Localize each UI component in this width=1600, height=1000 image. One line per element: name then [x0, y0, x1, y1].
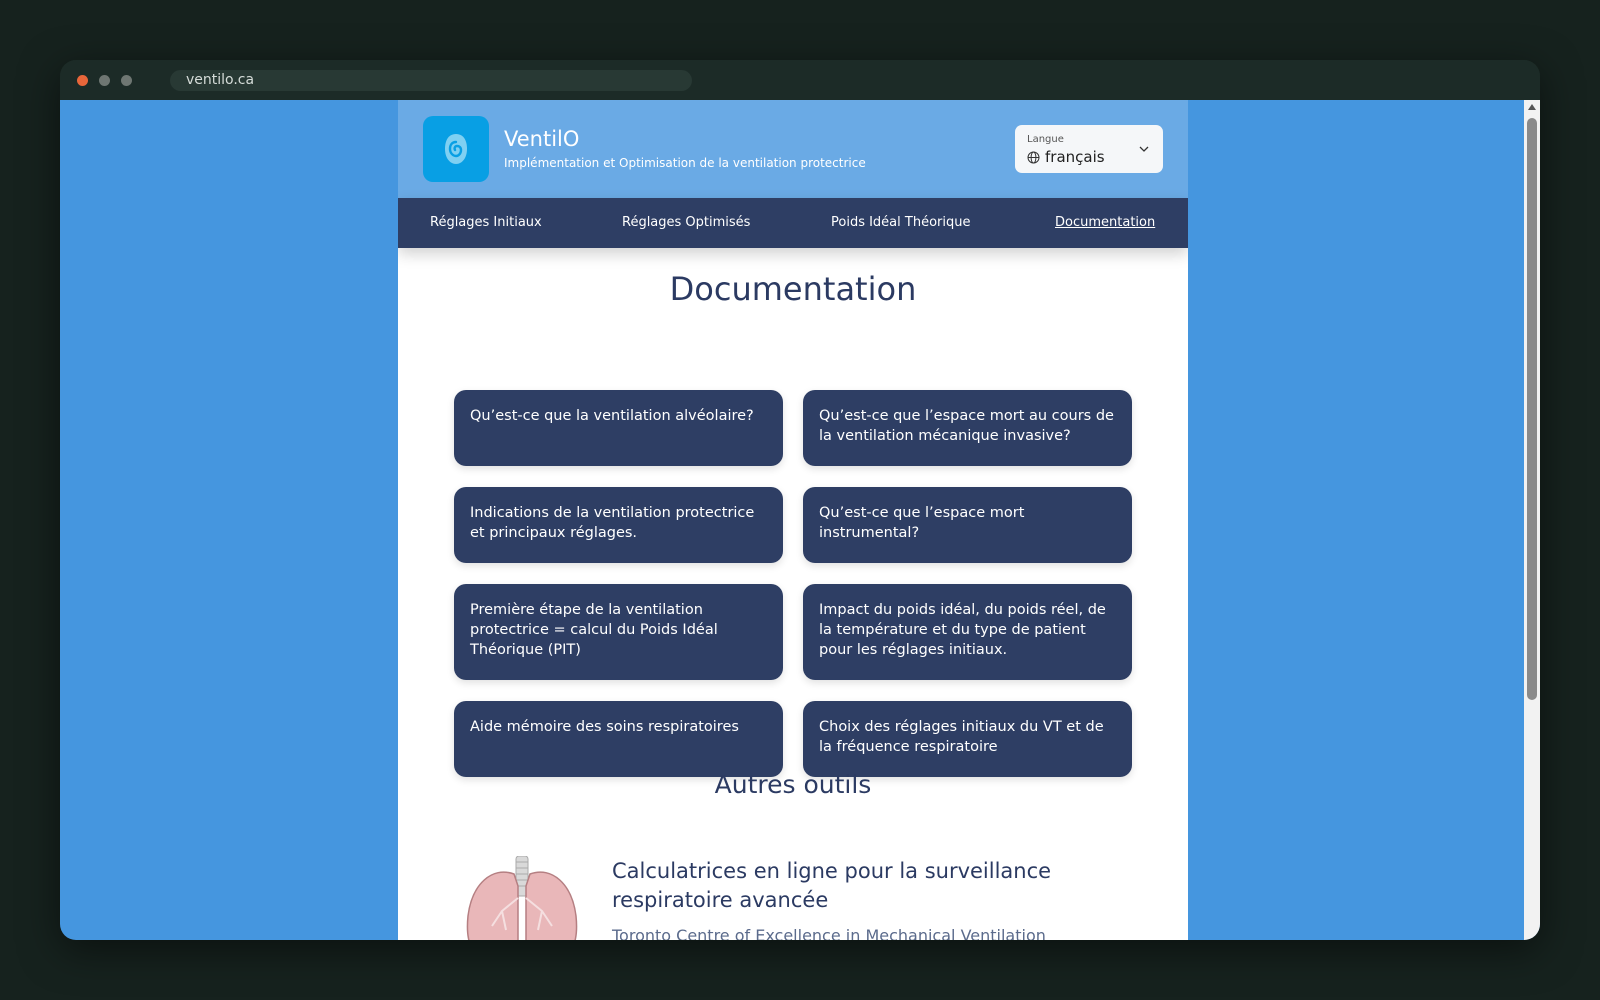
nav-item-poids-ideal-theorique[interactable]: Poids Idéal Théorique	[831, 215, 971, 230]
tool-subtitle: Toronto Centre of Excellence in Mechanic…	[612, 926, 1046, 940]
scroll-up-arrow-icon[interactable]	[1528, 104, 1536, 110]
scrollbar-thumb[interactable]	[1527, 118, 1537, 700]
doc-card-indications[interactable]: Indications de la ventilation protectric…	[454, 487, 783, 563]
doc-card-impact-poids[interactable]: Impact du poids idéal, du poids réel, de…	[803, 584, 1132, 680]
brand-name: VentilO	[504, 127, 580, 151]
language-label: Langue	[1027, 134, 1064, 145]
doc-card-reglages-vt[interactable]: Choix des réglages initiaux du VT et de …	[803, 701, 1132, 777]
tool-title[interactable]: Calculatrices en ligne pour la surveilla…	[612, 859, 1052, 912]
browser-titlebar: ventilo.ca	[60, 60, 1540, 100]
brand-tagline: Implémentation et Optimisation de la ven…	[504, 156, 866, 170]
browser-window: ventilo.ca VentilO Implémentation et Opt…	[60, 60, 1540, 940]
doc-card-espace-mort[interactable]: Qu’est-ce que l’espace mort au cours de …	[803, 390, 1132, 466]
page-title: Documentation	[669, 270, 917, 308]
doc-card-ventilation-alveolaire[interactable]: Qu’est-ce que la ventilation alvéolaire?	[454, 390, 783, 466]
site-header: VentilO Implémentation et Optimisation d…	[398, 100, 1188, 198]
nav-item-reglages-optimises[interactable]: Réglages Optimisés	[622, 215, 751, 230]
browser-viewport: VentilO Implémentation et Optimisation d…	[60, 100, 1540, 940]
nav-item-reglages-initiaux[interactable]: Réglages Initiaux	[430, 215, 542, 230]
main-nav: Réglages Initiaux Réglages Optimisés Poi…	[398, 198, 1188, 248]
close-window-button[interactable]	[77, 75, 88, 86]
lungs-illustration	[466, 856, 578, 940]
url-bar[interactable]: ventilo.ca	[170, 70, 692, 91]
language-value: français	[1045, 148, 1105, 166]
section-title-autres-outils: Autres outils	[714, 770, 872, 799]
minimize-window-button[interactable]	[99, 75, 110, 86]
doc-card-aide-memoire[interactable]: Aide mémoire des soins respiratoires	[454, 701, 783, 777]
site-logo[interactable]	[423, 116, 489, 182]
language-select[interactable]: Langue français	[1015, 125, 1163, 173]
page-container: VentilO Implémentation et Optimisation d…	[398, 100, 1188, 940]
lung-swirl-icon	[445, 134, 467, 164]
page-scrollbar[interactable]	[1524, 100, 1540, 940]
doc-card-espace-mort-instrumental[interactable]: Qu’est-ce que l’espace mort instrumental…	[803, 487, 1132, 563]
globe-icon	[1027, 151, 1040, 164]
nav-item-documentation[interactable]: Documentation	[1055, 215, 1156, 230]
maximize-window-button[interactable]	[121, 75, 132, 86]
chevron-down-icon	[1139, 146, 1149, 152]
doc-card-calcul-pit[interactable]: Première étape de la ventilation protect…	[454, 584, 783, 680]
